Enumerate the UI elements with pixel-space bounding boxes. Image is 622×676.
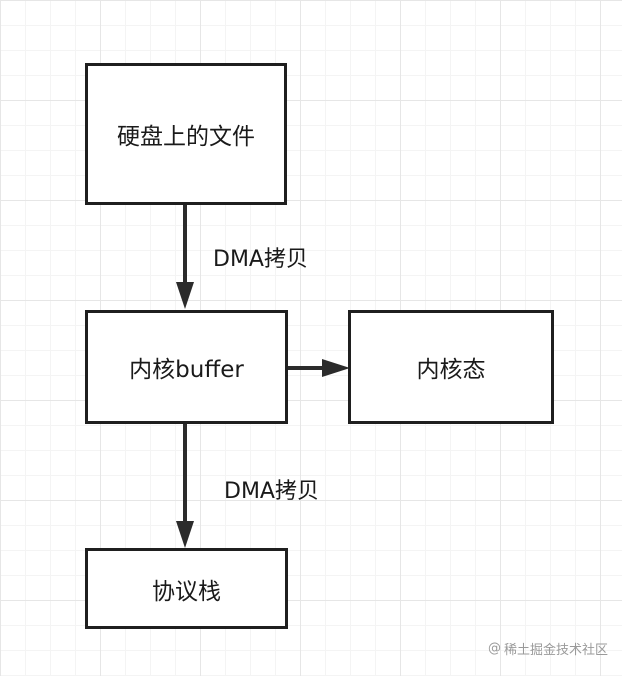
node-disk-file: 硬盘上的文件 (85, 63, 287, 205)
arrow-buffer-to-kernel-state (288, 359, 350, 377)
node-kernel-buffer-label: 内核buffer (129, 357, 244, 383)
node-kernel-state-label: 内核态 (416, 357, 486, 383)
node-kernel-state: 内核态 (348, 310, 554, 424)
node-protocol-stack: 协议栈 (85, 548, 288, 629)
arrow-disk-to-buffer (176, 205, 194, 309)
edge-label-dma-copy-2: DMA拷贝 (224, 479, 319, 504)
watermark-text: 稀土掘金技术社区 (503, 643, 608, 658)
arrow-buffer-to-stack (176, 424, 194, 548)
watermark: @ 稀土掘金技术社区 (488, 639, 608, 658)
node-protocol-stack-label: 协议栈 (152, 578, 221, 605)
watermark-at: @ (487, 641, 501, 656)
node-disk-file-label: 硬盘上的文件 (117, 124, 255, 150)
node-kernel-buffer: 内核buffer (85, 310, 288, 424)
edge-label-dma-copy-1: DMA拷贝 (213, 247, 308, 272)
